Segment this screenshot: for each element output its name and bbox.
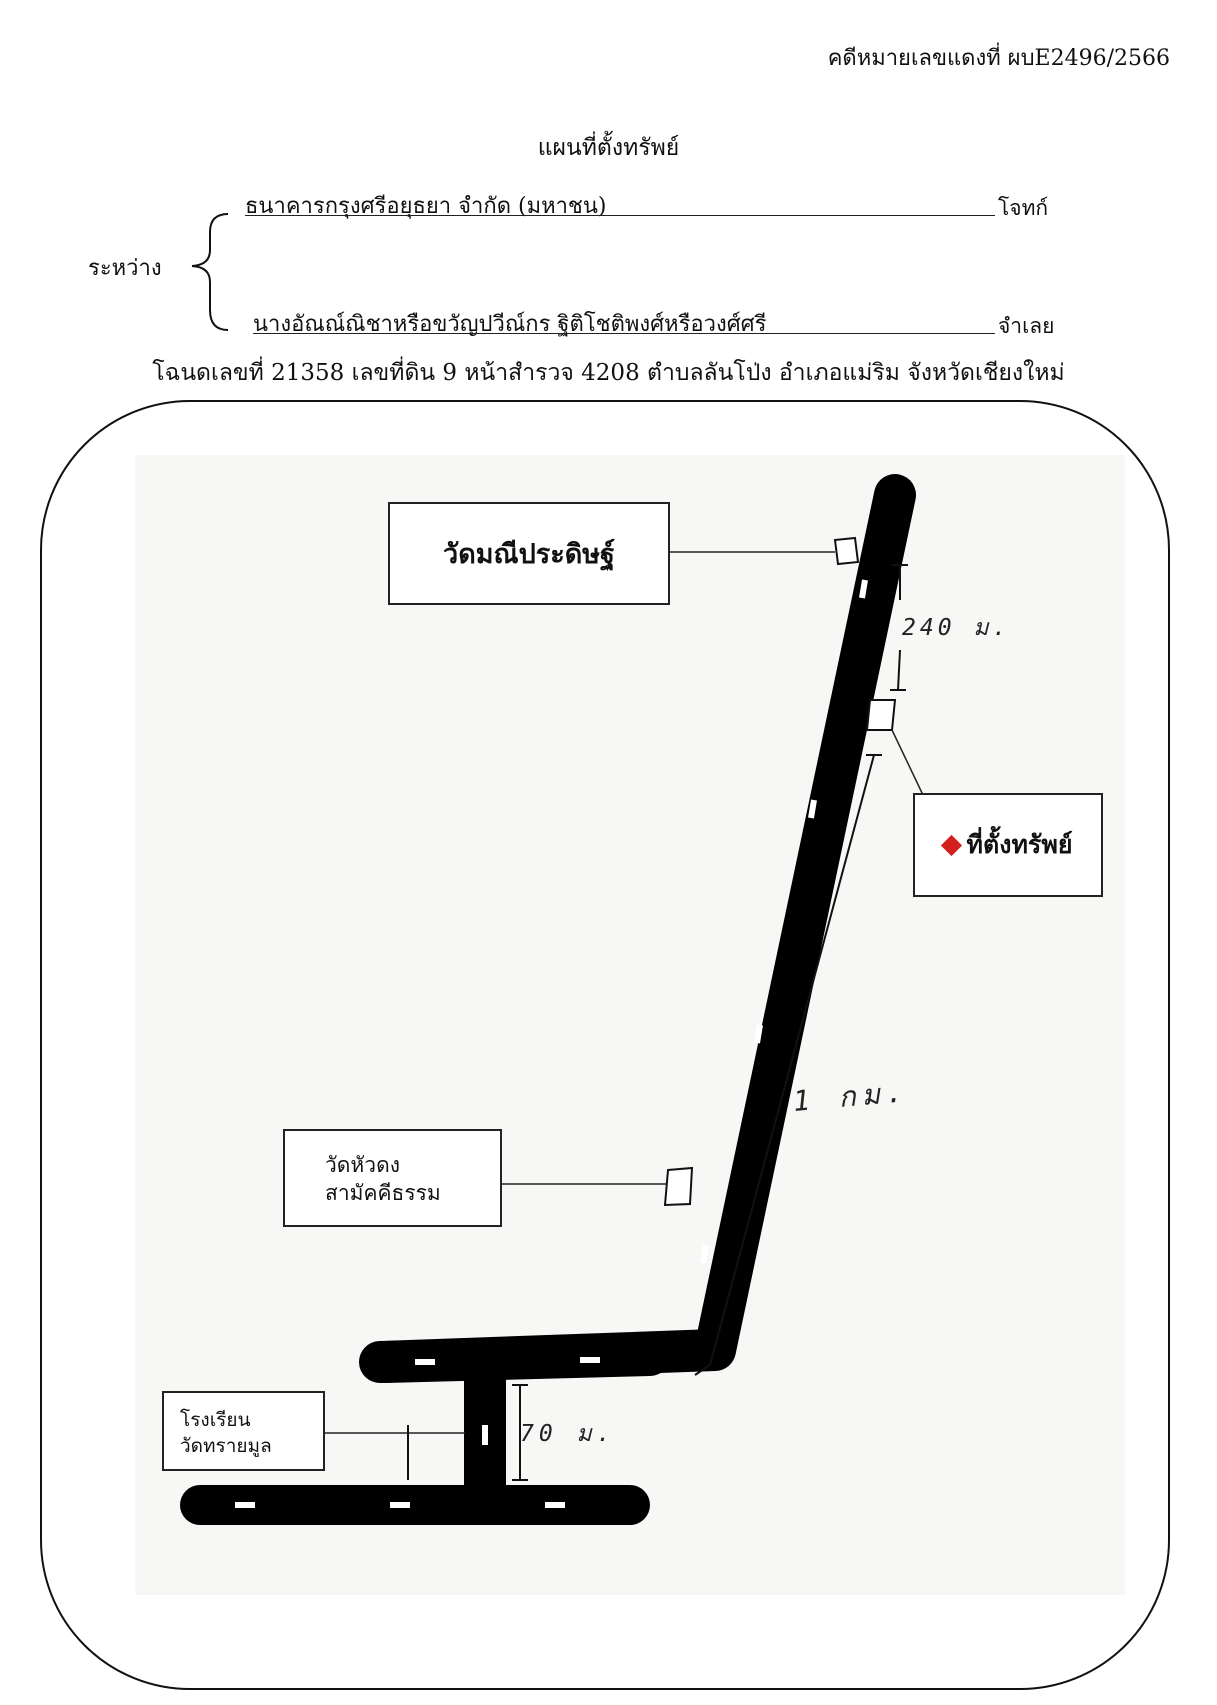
property-label: ที่ตั้งทรัพย์ <box>913 793 1103 897</box>
temple-mid-label: วัดหัวดง สามัคคีธรรม <box>283 1129 502 1227</box>
defendant-name: นางอัณณ์ณิชาหรือขวัญปวีณ์กร ฐิติโชติพงศ์… <box>253 312 767 337</box>
case-number: คดีหมายเลขแดงที่ ผบE2496/2566 <box>827 46 1170 71</box>
school-name-1: โรงเรียน <box>180 1409 251 1431</box>
property-label-text: ที่ตั้งทรัพย์ <box>966 830 1073 859</box>
between-label: ระหว่าง <box>88 256 162 281</box>
deed-info: โฉนดเลขที่ 21358 เลขที่ดิน 9 หน้าสำรวจ 4… <box>152 360 1065 386</box>
temple-mid-name-2: สามัคคีธรรม <box>325 1181 441 1205</box>
plaintiff-role: โจทก์ <box>998 196 1049 220</box>
school-label: โรงเรียน วัดทรายมูล <box>162 1391 325 1471</box>
distance-line-1km <box>709 754 875 1366</box>
school-name-2: วัดทรายมูล <box>180 1435 272 1457</box>
temple-top-label: วัดมณีประดิษฐ์ <box>388 502 670 605</box>
map-frame <box>40 400 1170 1690</box>
defendant-role: จำเลย <box>998 314 1055 338</box>
property-leader <box>891 729 924 796</box>
document-title: แผนที่ตั้งทรัพย์ <box>537 135 680 161</box>
temple-mid-name-1: วัดหัวดง <box>325 1153 400 1177</box>
diamond-icon <box>940 834 962 856</box>
temple-top-icon <box>833 536 860 566</box>
temple-top-name: วัดมณีประดิษฐ์ <box>443 539 615 570</box>
property-plot-icon <box>865 699 897 731</box>
main-road <box>359 474 916 1383</box>
temple-mid-icon <box>663 1166 694 1207</box>
plaintiff-name: ธนาคารกรุงศรีอยุธยา จำกัด (มหาชน) <box>245 194 607 219</box>
lane-markings <box>235 579 868 1508</box>
distance-240m: 240 ม. <box>902 615 1011 641</box>
defendant-underline <box>253 333 995 334</box>
distance-70m: 70 ม. <box>520 1421 616 1447</box>
plaintiff-underline <box>245 215 995 216</box>
